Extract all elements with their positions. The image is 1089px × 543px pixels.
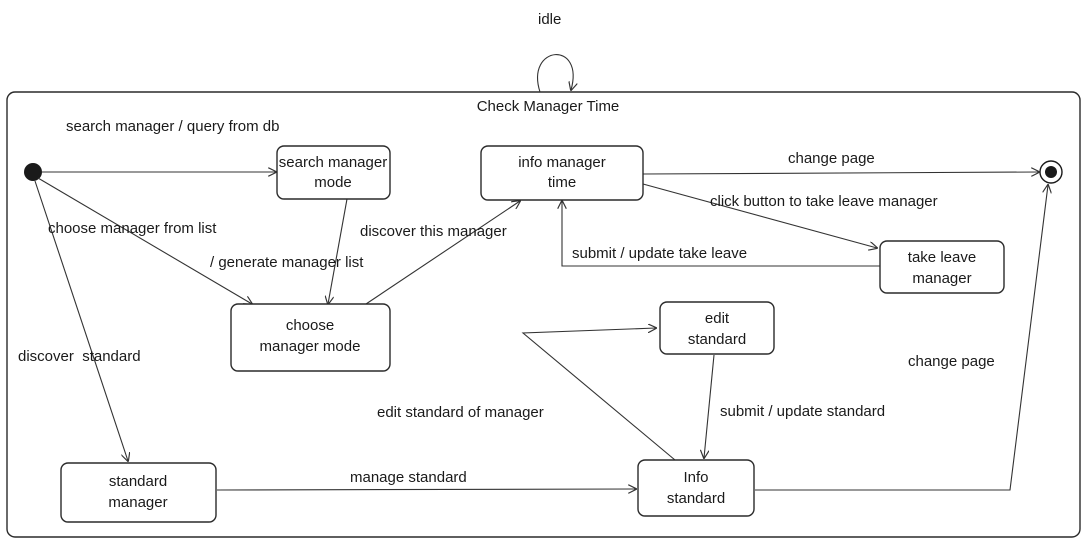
edge-info-time-to-final xyxy=(642,172,1039,174)
label-submit-take-leave: submit / update take leave xyxy=(572,245,747,262)
svg-text:standard: standard xyxy=(688,331,746,348)
edge-search-to-choose xyxy=(328,198,348,304)
state-edit-standard: edit standard xyxy=(659,301,775,355)
svg-text:take leave: take leave xyxy=(908,249,976,266)
idle-label: idle xyxy=(538,11,561,28)
label-discover-this-manager: discover this manager xyxy=(360,223,507,240)
label-manage-standard: manage standard xyxy=(350,469,467,486)
svg-text:search manager: search manager xyxy=(279,154,387,171)
label-search-manager: search manager / query from db xyxy=(66,118,279,135)
svg-text:choose: choose xyxy=(286,317,334,334)
svg-text:info manager: info manager xyxy=(518,154,606,171)
label-change-page-right: change page xyxy=(908,353,995,370)
svg-text:edit: edit xyxy=(705,310,730,327)
edge-info-standard-to-edit xyxy=(521,328,676,461)
state-take-leave-manager: take leave manager xyxy=(879,240,1005,294)
edge-info-standard-to-final xyxy=(755,185,1048,491)
state-standard-manager: standard manager xyxy=(60,462,217,523)
composite-state-title: Check Manager Time xyxy=(477,98,620,115)
label-discover-standard: discover standard xyxy=(18,348,141,365)
edge-initial-to-standard xyxy=(34,180,128,461)
label-edit-standard-of-manager: edit standard of manager xyxy=(377,404,544,421)
label-submit-update-standard: submit / update standard xyxy=(720,403,885,420)
label-choose-from-list: choose manager from list xyxy=(48,220,217,237)
state-info-standard: Info standard xyxy=(637,459,755,517)
svg-text:manager mode: manager mode xyxy=(260,338,361,355)
edge-edit-to-info-standard xyxy=(704,354,715,458)
svg-text:time: time xyxy=(548,174,576,191)
state-info-manager-time: info manager time xyxy=(480,145,644,201)
label-change-page-top: change page xyxy=(788,150,875,167)
svg-text:Info: Info xyxy=(683,469,708,486)
edge-take-leave-to-info-time xyxy=(562,201,880,267)
state-search-manager-mode: search manager mode xyxy=(276,145,391,200)
label-generate-list: / generate manager list xyxy=(210,254,364,271)
label-click-button: click button to take leave manager xyxy=(710,193,938,210)
edge-initial-to-choose xyxy=(37,177,252,304)
svg-text:manager: manager xyxy=(912,270,971,287)
idle-self-loop xyxy=(537,54,574,93)
svg-text:manager: manager xyxy=(108,494,167,511)
initial-node xyxy=(24,163,42,181)
svg-text:standard: standard xyxy=(109,473,167,490)
edge-choose-to-info-time xyxy=(365,201,520,305)
edge-info-time-to-take-leave xyxy=(642,183,877,248)
edge-standard-to-info-standard xyxy=(216,489,636,490)
state-choose-manager-mode: choose manager mode xyxy=(230,303,391,372)
svg-text:standard: standard xyxy=(667,490,725,507)
final-node-inner xyxy=(1045,166,1057,178)
svg-text:mode: mode xyxy=(314,174,352,191)
composite-state-frame xyxy=(6,91,1081,538)
